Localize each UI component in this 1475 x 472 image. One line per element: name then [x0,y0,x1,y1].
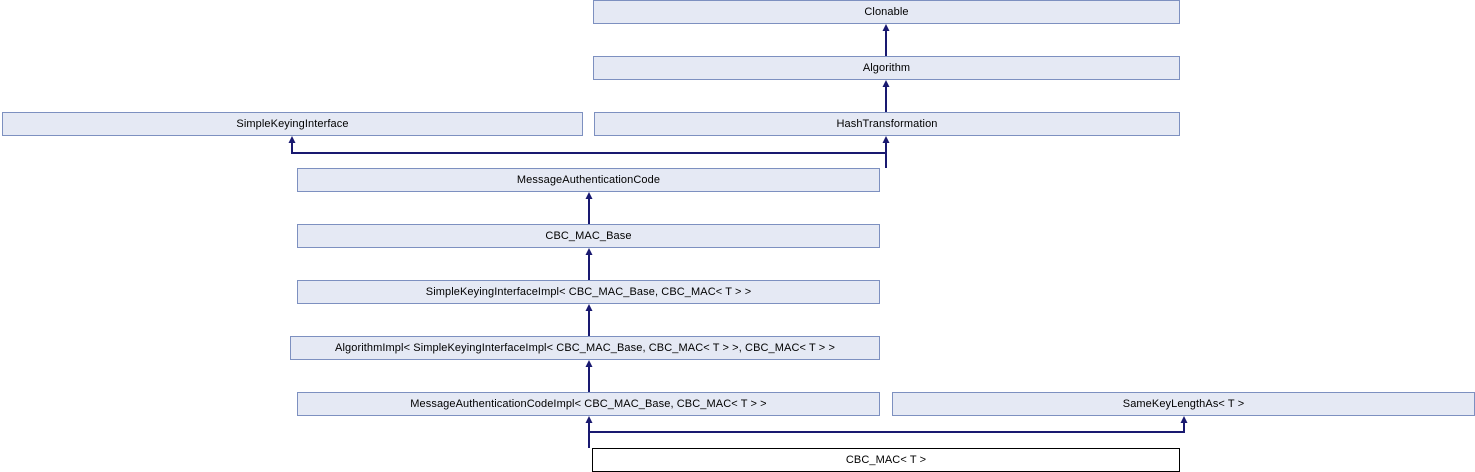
inheritance-arrowhead [585,416,593,423]
inheritance-arrowhead [585,304,593,311]
class-node-label: MessageAuthenticationCode [516,173,661,186]
class-node-clonable[interactable]: Clonable [593,0,1180,24]
class-node-label: SameKeyLengthAs< T > [1122,397,1245,410]
inheritance-arrowhead [585,360,593,367]
inheritance-arrowhead [882,80,890,87]
class-node-hashtransform[interactable]: HashTransformation [594,112,1180,136]
class-node-label: HashTransformation [836,117,938,130]
class-node-samekeylength[interactable]: SameKeyLengthAs< T > [892,392,1475,416]
class-node-cbcmacbase[interactable]: CBC_MAC_Base [297,224,880,248]
class-node-label: Algorithm [862,61,911,74]
inheritance-arrowhead [1180,416,1188,423]
class-node-label: Clonable [864,5,909,18]
inheritance-arrowhead [288,136,296,143]
class-node-label: CBC_MAC_Base [545,229,632,242]
class-node-label: CBC_MAC< T > [845,453,927,466]
class-node-label: MessageAuthenticationCodeImpl< CBC_MAC_B… [410,397,767,410]
inheritance-arrowhead [585,248,593,255]
class-node-mac[interactable]: MessageAuthenticationCode [297,168,880,192]
class-node-algimpl[interactable]: AlgorithmImpl< SimpleKeyingInterfaceImpl… [290,336,880,360]
class-node-label: SimpleKeyingInterfaceImpl< CBC_MAC_Base,… [425,285,752,298]
class-node-algorithm[interactable]: Algorithm [593,56,1180,80]
inheritance-arrowhead [882,24,890,31]
class-node-simplekeying[interactable]: SimpleKeyingInterface [2,112,583,136]
inheritance-arrowhead [882,136,890,143]
class-node-label: SimpleKeyingInterface [236,117,349,130]
class-node-skiimpl[interactable]: SimpleKeyingInterfaceImpl< CBC_MAC_Base,… [297,280,880,304]
class-node-macimpl[interactable]: MessageAuthenticationCodeImpl< CBC_MAC_B… [297,392,880,416]
inheritance-connector [291,142,887,168]
inheritance-connector [588,422,1185,448]
class-node-label: AlgorithmImpl< SimpleKeyingInterfaceImpl… [335,341,835,354]
inheritance-arrowhead [585,192,593,199]
class-node-cbcmac[interactable]: CBC_MAC< T > [592,448,1180,472]
